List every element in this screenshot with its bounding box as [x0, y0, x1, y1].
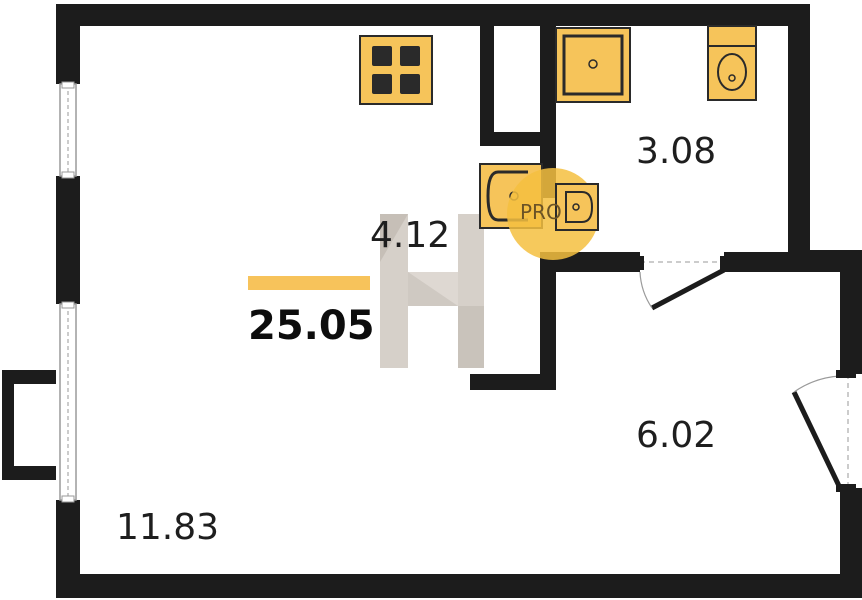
outer-wall-left-mid: [56, 176, 80, 304]
outer-wall-right-lower-top: [840, 250, 862, 374]
watermark-pro-text: PRO: [520, 200, 562, 224]
hall-left-wall: [540, 252, 556, 388]
total-area: 25.05: [248, 303, 375, 349]
outer-wall-right-lower-bottom: [840, 488, 862, 598]
outer-wall-right-upper: [788, 4, 810, 272]
partition-wall-a: [480, 22, 494, 142]
bathroom-bottom-wall-right: [724, 252, 810, 272]
stove-icon: [359, 35, 433, 105]
watermark-letter-h: [380, 214, 484, 368]
entrance-door: [791, 370, 856, 492]
room-area-main: 11.83: [116, 507, 220, 548]
balcony: [2, 370, 56, 480]
outer-wall-top: [56, 4, 810, 26]
outer-wall-left-top: [56, 4, 80, 84]
bathroom-left-wall: [540, 22, 556, 198]
room-area-bathroom: 3.08: [636, 131, 717, 172]
partition-wall-b: [480, 132, 542, 146]
toilet-icon: [707, 25, 757, 101]
shower-icon: [555, 27, 631, 103]
room-area-kitchen: 4.12: [370, 215, 451, 256]
room-area-hall: 6.02: [636, 415, 717, 456]
window-upper: [59, 81, 77, 179]
walls: [56, 4, 862, 598]
total-area-accent-bar: [248, 276, 370, 290]
window-lower: [59, 301, 77, 503]
outer-wall-bottom: [56, 574, 862, 598]
washbasin-icon: [555, 183, 599, 231]
bathroom-door: [636, 256, 728, 311]
hall-bottom-stub: [470, 374, 556, 390]
